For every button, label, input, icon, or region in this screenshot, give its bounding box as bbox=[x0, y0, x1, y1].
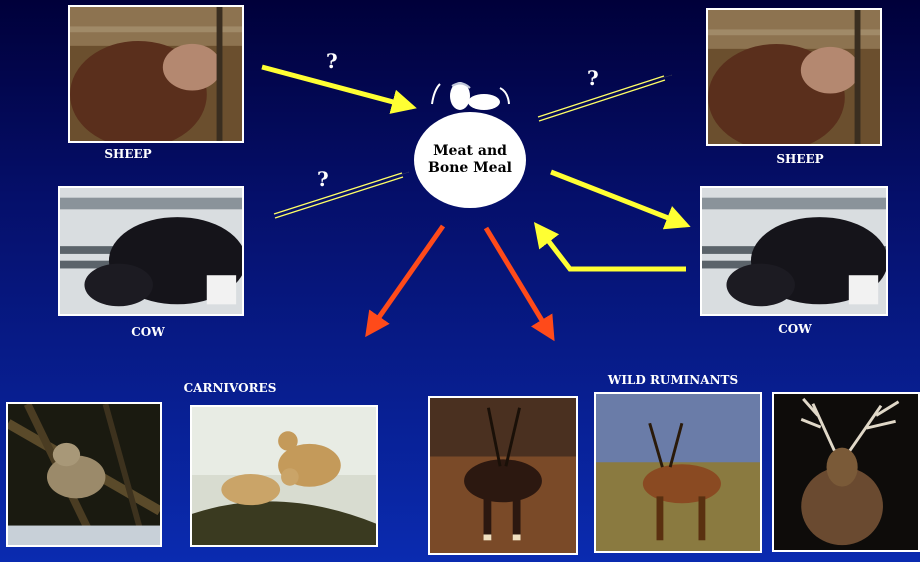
question-mark-sheep-to-mbm: ? bbox=[326, 49, 338, 73]
question-mark-mbm-to-sheep: ? bbox=[587, 66, 599, 90]
cow-label-right: COW bbox=[735, 322, 855, 336]
sheep-photo-left bbox=[68, 5, 244, 143]
oryx-photo bbox=[428, 396, 578, 555]
cow-photo-left bbox=[58, 186, 244, 316]
arrow-sheep-to-mbm bbox=[262, 67, 412, 107]
cow-photo-right bbox=[700, 186, 888, 316]
arrow-mbm-to-wild-ruminants bbox=[486, 228, 552, 337]
arrow-mbm-to-sheep bbox=[538, 75, 672, 121]
carnivores-label: CARNIVORES bbox=[165, 381, 295, 395]
wild-ruminants-label: WILD RUMINANTS bbox=[588, 373, 758, 387]
arrow-cow-to-mbm-feedback bbox=[537, 226, 686, 269]
cheetah-photo bbox=[190, 405, 378, 547]
wildcat-photo bbox=[6, 402, 162, 547]
node-line-1: Meat and bbox=[428, 143, 512, 160]
sheep-label-right: SHEEP bbox=[740, 152, 860, 166]
eland-photo bbox=[594, 392, 762, 553]
cow-label-left: COW bbox=[88, 325, 208, 339]
sheep-photo-right bbox=[706, 8, 882, 146]
bag-tie-icon bbox=[432, 82, 509, 110]
question-mark-cow-to-mbm: ? bbox=[317, 167, 329, 191]
arrow-mbm-to-cow bbox=[551, 172, 686, 225]
sheep-label-left: SHEEP bbox=[68, 147, 188, 161]
deer-photo bbox=[772, 392, 920, 552]
meat-and-bone-meal-node: Meat and Bone Meal bbox=[414, 112, 526, 208]
arrow-mbm-to-carnivores bbox=[368, 226, 443, 333]
node-line-2: Bone Meal bbox=[428, 160, 512, 177]
arrow-cow-to-mbm bbox=[274, 172, 409, 218]
